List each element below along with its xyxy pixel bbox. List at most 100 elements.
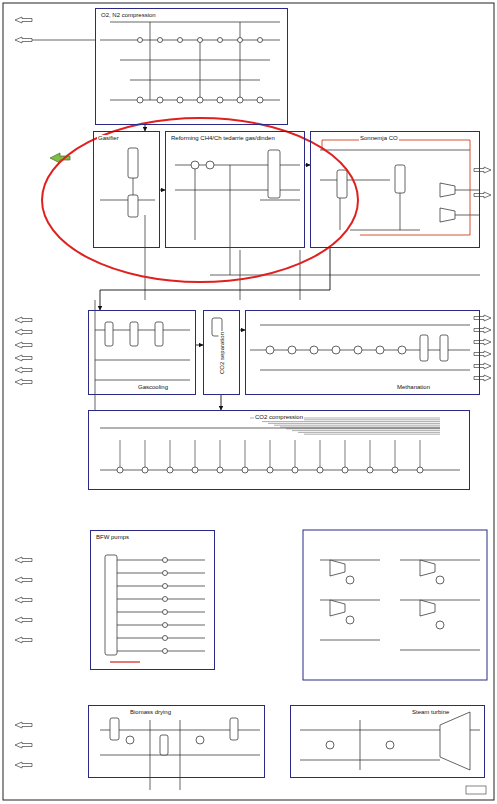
pipe-line — [117, 599, 205, 600]
exchanger-symbol — [177, 97, 183, 103]
vessel-symbol — [105, 555, 117, 655]
process-stream — [100, 248, 330, 310]
exchanger-symbol — [217, 467, 223, 473]
process-section-box: Steam turbine — [290, 705, 485, 778]
exchanger-symbol — [354, 346, 362, 354]
pipe-line — [150, 22, 151, 100]
exchanger-symbol — [342, 467, 348, 473]
compressor-symbol — [330, 600, 345, 616]
pipe-line — [130, 80, 260, 81]
pipe-line — [286, 428, 440, 429]
equipment-symbols — [117, 38, 444, 750]
stream-arrow — [474, 192, 491, 198]
pipe-line — [100, 470, 460, 471]
process-section-box: Sonnemja CO — [310, 131, 480, 248]
pipe-line — [117, 651, 205, 652]
pipe-line — [117, 625, 205, 626]
pipe-line — [170, 440, 171, 470]
pipe-line — [150, 720, 151, 790]
pipe-line — [395, 440, 396, 470]
pipe-line — [95, 380, 190, 381]
stream-arrow — [15, 637, 32, 643]
pipe-line — [292, 430, 440, 431]
stream-arrow — [15, 577, 32, 583]
exchanger-symbol — [417, 467, 423, 473]
exchanger-symbol — [137, 97, 143, 103]
section-heading: CO2 separation — [218, 330, 225, 374]
exchanger-symbol — [138, 38, 143, 43]
pipe-line — [200, 40, 201, 100]
pipe-line — [400, 193, 401, 230]
pipe-line — [320, 600, 380, 601]
exchanger-symbol — [386, 741, 394, 749]
logo-mark — [466, 786, 486, 794]
exchanger-symbol — [197, 97, 203, 103]
pipe-line — [274, 425, 440, 426]
exchanger-symbol — [392, 467, 398, 473]
exchanger-symbol — [258, 38, 263, 43]
stream-arrows — [15, 17, 491, 768]
pipe-line — [120, 440, 121, 470]
exchanger-symbol — [196, 736, 204, 744]
exchanger-symbol — [310, 346, 318, 354]
hot-stream-line — [110, 661, 140, 662]
pipe-line — [245, 440, 246, 470]
exchanger-symbol — [267, 467, 273, 473]
stream-arrow — [15, 17, 32, 23]
exchanger-symbol — [163, 636, 168, 641]
compressor-symbol — [440, 208, 455, 222]
compressor-symbol — [330, 560, 345, 576]
pipe-line — [295, 440, 296, 470]
process-section-box: Reforming CH4/Ch tedarrie gas/dinden — [165, 131, 305, 248]
process-section-box: Gascooling — [88, 310, 196, 395]
stream-arrow — [15, 367, 32, 373]
exchanger-symbol — [163, 584, 168, 589]
stream-arrow — [474, 351, 491, 357]
section-heading: Biomass drying — [129, 709, 172, 716]
section-heading: Steam turbine — [411, 709, 450, 716]
pipe-line — [260, 200, 300, 201]
pipe-line — [304, 434, 440, 435]
vessel-symbol — [110, 718, 119, 740]
compressor-symbol — [440, 712, 470, 770]
exchanger-symbol — [237, 97, 243, 103]
pipe-line — [320, 180, 390, 181]
pipe-line — [320, 640, 380, 641]
section-heading: BFW pumps — [95, 534, 130, 541]
vessel-symbol — [128, 195, 138, 217]
pipe-line — [95, 360, 190, 361]
exchanger-symbol — [163, 623, 168, 628]
stream-arrow — [15, 355, 32, 361]
stream-arrow — [474, 327, 491, 333]
compressor-symbol — [420, 600, 435, 616]
section-heading: CO2 compression — [254, 414, 304, 421]
process-stream — [196, 345, 203, 346]
exchanger-symbol — [167, 467, 173, 473]
pipe-line — [300, 760, 440, 761]
pipe-line — [360, 720, 361, 770]
compressor-symbol — [420, 560, 435, 576]
pipe-line — [133, 178, 134, 195]
vessel-symbol — [395, 165, 405, 193]
pipe-line — [400, 600, 480, 601]
pipe-line — [110, 22, 280, 23]
exchanger-symbol — [163, 558, 168, 563]
process-section-box: Methanation — [245, 310, 480, 395]
vessel-symbol — [130, 322, 138, 346]
compressor-risers — [120, 440, 420, 470]
pipe-line — [117, 612, 205, 613]
exchanger-symbol — [163, 571, 168, 576]
exchanger-symbol — [218, 38, 223, 43]
stream-arrow — [15, 762, 32, 768]
section-heading: Methanation — [396, 384, 431, 391]
pipe-line — [117, 586, 205, 587]
pipe-line — [400, 560, 480, 561]
stream-arrow — [15, 342, 32, 348]
exchanger-symbol — [238, 38, 243, 43]
vessel-symbol — [128, 148, 138, 178]
exchanger-symbol — [398, 346, 406, 354]
pipe-line — [455, 215, 480, 216]
